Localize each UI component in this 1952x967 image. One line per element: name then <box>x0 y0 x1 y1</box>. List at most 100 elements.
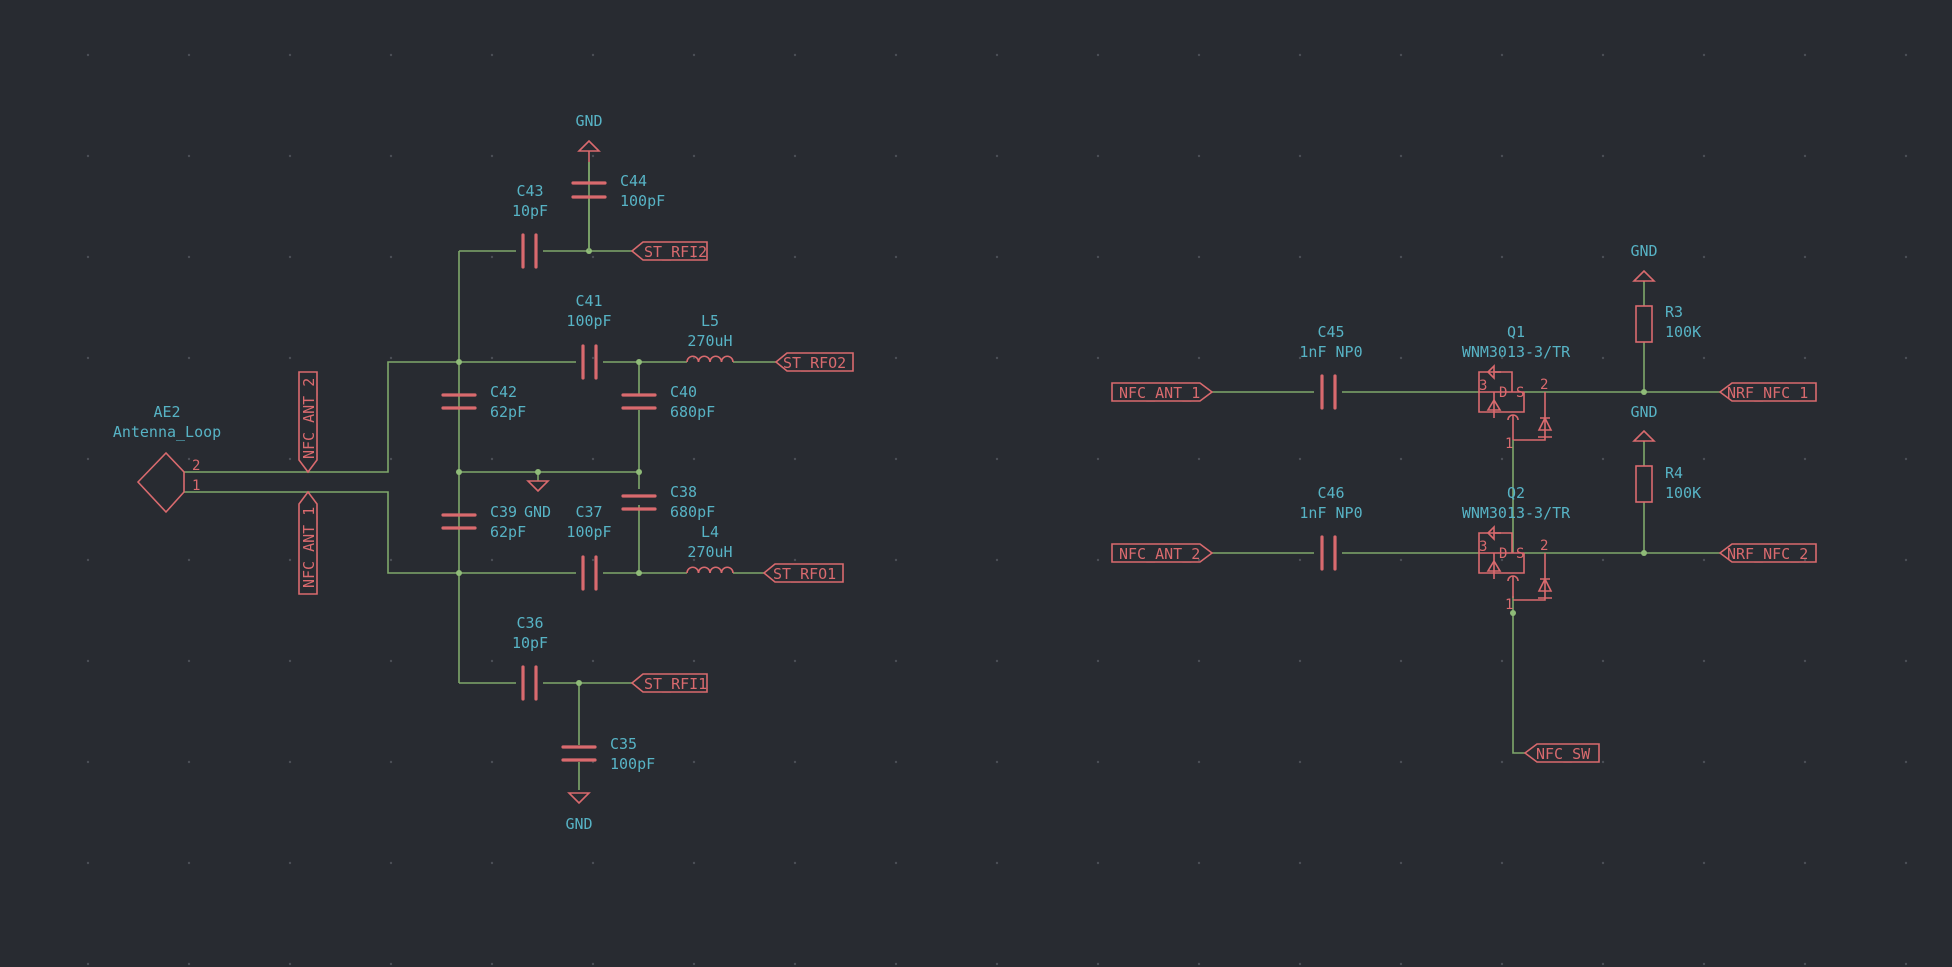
grid-dot <box>894 457 898 461</box>
capacitor-c42[interactable]: C42 62pF <box>441 383 526 421</box>
label-st-rfo2[interactable]: ST_RFO2 <box>774 352 854 372</box>
grid-dot <box>793 154 797 158</box>
svg-text:C39: C39 <box>490 503 517 521</box>
grid-dot <box>1399 962 1403 966</box>
grid-dot <box>490 255 494 259</box>
svg-text:270uH: 270uH <box>687 543 732 561</box>
grid-dot <box>1096 53 1100 57</box>
label-nfc-ant-1[interactable]: NFC_ANT_1 <box>1111 382 1214 402</box>
label-nrf-nfc-2[interactable]: NRF_NFC_2 <box>1718 543 1817 563</box>
grid-dot <box>1904 457 1908 461</box>
grid-dot <box>894 861 898 865</box>
grid-dot <box>1197 558 1201 562</box>
grid-dot <box>1601 457 1605 461</box>
grid-dot <box>1096 558 1100 562</box>
label-nfc-ant-1-vertical[interactable]: NFC_ANT_1 <box>298 490 318 595</box>
mosfet-q2[interactable]: 3 2 1 D S Q2 WNM3013-3/TR <box>1462 484 1571 613</box>
resistor-r4[interactable]: R4 100K <box>1635 464 1701 503</box>
svg-text:C42: C42 <box>490 383 517 401</box>
grid-dot <box>1702 53 1706 57</box>
grid-dot <box>591 457 595 461</box>
svg-text:3: 3 <box>1479 539 1487 555</box>
capacitor-c39[interactable]: C39 62pF <box>441 503 526 541</box>
grid-dot <box>490 861 494 865</box>
grid-dot <box>1197 53 1201 57</box>
mosfet-q1[interactable]: 3 2 1 D S Q1 WNM3013-3/TR <box>1462 323 1571 452</box>
svg-text:1: 1 <box>1505 597 1513 613</box>
grid-dot <box>793 356 797 360</box>
svg-text:ST_RFO2: ST_RFO2 <box>783 354 846 372</box>
resistor-r3[interactable]: R3 100K <box>1635 303 1701 343</box>
grid-dot <box>86 861 90 865</box>
grid-dot <box>389 962 393 966</box>
capacitor-c46[interactable]: C46 1nF NP0 <box>1299 484 1363 571</box>
grid-dot <box>1702 154 1706 158</box>
grid-dot <box>86 962 90 966</box>
grid-dot <box>1298 962 1302 966</box>
grid-dot <box>490 760 494 764</box>
label-st-rfo1[interactable]: ST_RFO1 <box>762 563 844 583</box>
svg-text:Q1: Q1 <box>1507 323 1525 341</box>
grid-dot <box>894 760 898 764</box>
grid-dot <box>1399 154 1403 158</box>
grid-dot <box>1702 760 1706 764</box>
grid-dot <box>490 457 494 461</box>
grid-dot <box>1500 255 1504 259</box>
label-nfc-ant-2[interactable]: NFC_ANT_2 <box>1111 543 1214 563</box>
grid-dot <box>1904 255 1908 259</box>
capacitor-c35[interactable]: C35 100pF <box>561 735 655 773</box>
grid-dot <box>187 457 191 461</box>
capacitor-c45[interactable]: C45 1nF NP0 <box>1299 323 1363 410</box>
capacitor-c44[interactable]: C44 100pF <box>571 162 665 251</box>
svg-text:R4: R4 <box>1665 464 1683 482</box>
grid-dot <box>288 558 292 562</box>
grid-dot <box>86 53 90 57</box>
grid-dot <box>894 53 898 57</box>
capacitor-c37[interactable]: C37 100pF <box>566 503 612 591</box>
capacitor-c40[interactable]: C40 680pF <box>621 383 715 421</box>
svg-text:1: 1 <box>1505 436 1513 452</box>
grid-dot <box>1399 861 1403 865</box>
grid-dot <box>793 457 797 461</box>
grid-dot <box>86 255 90 259</box>
gnd-symbol-top: GND <box>575 112 603 162</box>
grid-dot <box>1803 659 1807 663</box>
grid-dot <box>86 659 90 663</box>
label-nfc-ant-2-vertical[interactable]: NFC_ANT_2 <box>298 371 318 474</box>
grid-dot <box>1601 154 1605 158</box>
svg-text:10pF: 10pF <box>512 634 548 652</box>
grid-dot <box>1500 154 1504 158</box>
capacitor-c36[interactable]: C36 10pF <box>512 614 548 701</box>
label-nfc-sw[interactable]: NFC_SW <box>1523 743 1600 763</box>
capacitor-c43[interactable]: C43 10pF <box>512 182 548 269</box>
grid-dot <box>995 255 999 259</box>
capacitor-c41[interactable]: C41 100pF <box>566 292 612 380</box>
label-st-rfi1[interactable]: ST_RFI1 <box>630 673 708 693</box>
grid-dot <box>1197 659 1201 663</box>
inductor-l4[interactable]: L4 270uH <box>686 523 734 574</box>
grid-dot <box>793 53 797 57</box>
label-st-rfi2[interactable]: ST_RFI2 <box>630 241 708 261</box>
grid-dot <box>1601 962 1605 966</box>
grid-dot <box>1500 53 1504 57</box>
inductor-l5[interactable]: L5 270uH <box>686 312 734 363</box>
svg-text:100pF: 100pF <box>566 312 611 330</box>
svg-text:ST_RFI2: ST_RFI2 <box>644 243 707 261</box>
grid-dot <box>692 154 696 158</box>
grid-dot <box>1298 558 1302 562</box>
grid-dot <box>490 356 494 360</box>
capacitor-c38[interactable]: C38 680pF <box>621 483 715 521</box>
svg-text:WNM3013-3/TR: WNM3013-3/TR <box>1462 343 1571 361</box>
grid-dot <box>1399 356 1403 360</box>
gnd-symbol-r4: GND <box>1630 403 1658 442</box>
grid-dot <box>793 760 797 764</box>
svg-text:GND: GND <box>1630 242 1657 260</box>
grid-dot <box>995 154 999 158</box>
svg-text:C37: C37 <box>575 503 602 521</box>
label-nrf-nfc-1[interactable]: NRF_NFC_1 <box>1718 382 1817 402</box>
grid-dot <box>692 861 696 865</box>
antenna-ae2[interactable]: 2 1 AE2 Antenna_Loop <box>113 403 221 514</box>
grid-dot <box>187 154 191 158</box>
grid-dot <box>1399 255 1403 259</box>
grid-dot <box>793 659 797 663</box>
